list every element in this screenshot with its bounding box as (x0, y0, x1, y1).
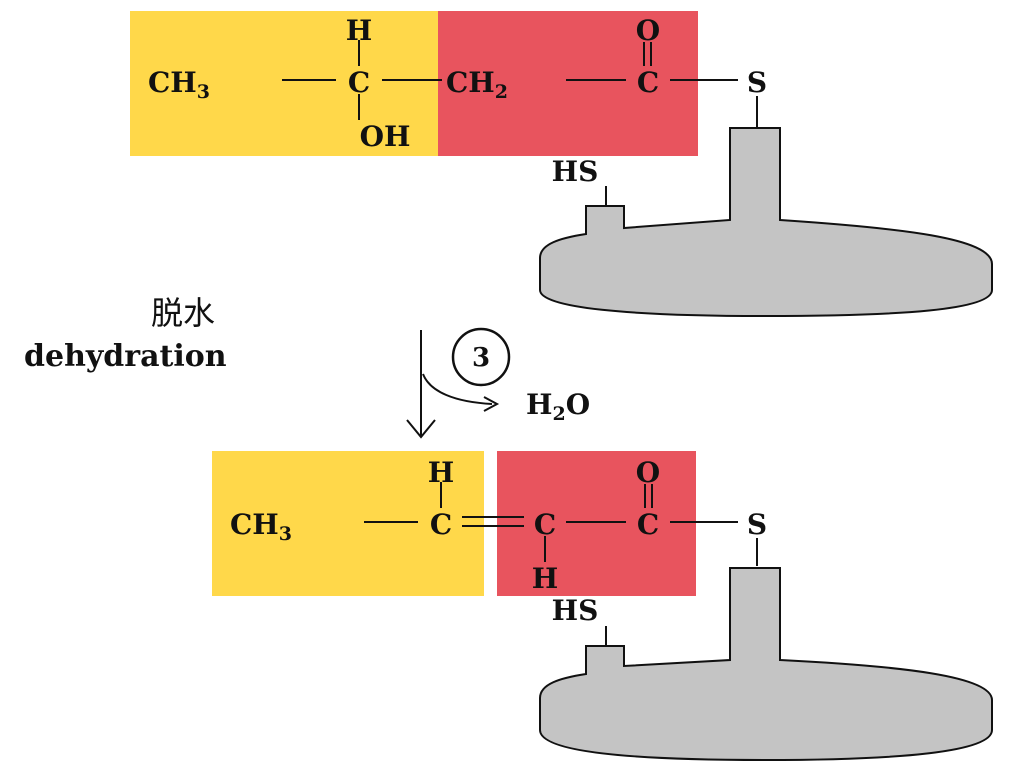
top-ch2-group: CH2 (446, 66, 508, 103)
top-molecule: H CH3 C OH CH2 O C S HS (130, 11, 993, 318)
top-enzyme-shape (539, 127, 993, 318)
step-number-circle (451, 327, 511, 387)
top-h-atom: H (346, 14, 372, 47)
top-ch3-group: CH3 (148, 66, 210, 103)
bottom-ch3-group: CH3 (230, 508, 292, 545)
bottom-acyl-box (497, 451, 696, 596)
bottom-h-atom: H (428, 456, 454, 489)
water-arrow-head-icon (483, 396, 500, 412)
top-carbonyl-c-atom: C (637, 66, 659, 99)
top-oh-group: OH (360, 120, 411, 153)
top-acyl-box (438, 11, 698, 156)
water-product: H2O (526, 388, 590, 425)
top-hs-group: HS (552, 155, 599, 188)
bottom-carbonyl-c-atom: C (637, 508, 659, 541)
bottom-alcohol-box (212, 451, 484, 596)
top-alcohol-box (130, 11, 438, 156)
step-label-english: dehydration (24, 339, 227, 374)
top-carbonyl-o-atom: O (636, 14, 660, 47)
bottom-enzyme-shape (539, 567, 993, 762)
bottom-c1-atom: C (430, 508, 452, 541)
top-c-atom: C (348, 66, 370, 99)
top-s-atom: S (747, 66, 767, 99)
bottom-hs-group: HS (552, 594, 599, 627)
reaction-arrow-head-icon (406, 419, 436, 439)
bottom-h-lower-atom: H (532, 562, 558, 595)
bottom-c2-atom: C (534, 508, 556, 541)
step-label-chinese: 脱水 (151, 294, 215, 332)
step-number: 3 (472, 343, 490, 373)
bottom-molecule: H CH3 C C H O C S HS (212, 451, 993, 762)
reaction-step: 脱水 dehydration 3 H2O (24, 294, 590, 439)
bottom-s-atom: S (747, 508, 767, 541)
bottom-carbonyl-o-atom: O (636, 456, 660, 489)
water-release-arrow (422, 373, 493, 405)
